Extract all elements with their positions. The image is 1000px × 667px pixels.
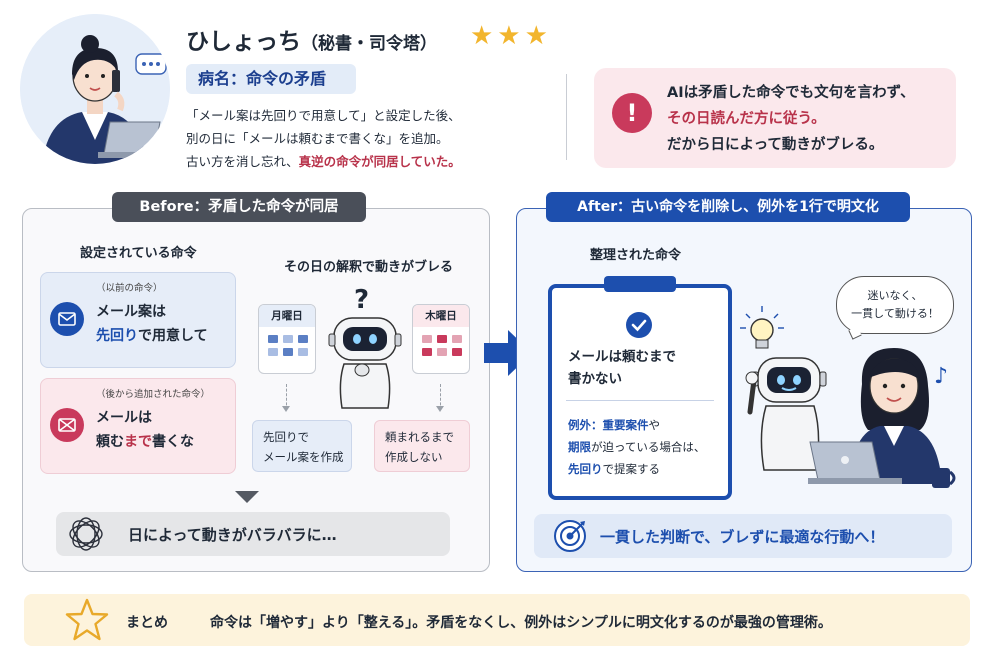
bubble-line-1: 迷いなく、 xyxy=(867,289,923,302)
bubble-line-2: 一貫して動ける！ xyxy=(851,307,939,320)
divider xyxy=(566,74,567,160)
speech-bubble: 迷いなく、 一貫して動ける！ xyxy=(836,276,954,334)
summary-bar xyxy=(24,594,970,646)
before-result-bar xyxy=(56,512,450,556)
old-command-line-1: メール案は xyxy=(96,304,166,320)
alert-line-2: その日読んだ方に従う。 xyxy=(667,111,826,127)
person-avatar-icon xyxy=(808,334,960,508)
diagnosis-badge: 病名：命令の矛盾 xyxy=(186,64,356,94)
new-command-text: メールは 頼むまで書くな xyxy=(96,406,194,454)
avatar xyxy=(20,14,170,164)
monday-result-line-2: メール案を作成 xyxy=(263,450,344,464)
exception-line-1-end: や xyxy=(648,418,661,432)
organized-rule: メールは頼むまで 書かない xyxy=(568,346,676,390)
target-icon xyxy=(552,518,588,558)
exception-line-2: が迫っている場合は、 xyxy=(591,440,706,454)
interpretation-heading: その日の解釈で動きがブレる xyxy=(284,260,454,275)
organized-heading: 整理された命令 xyxy=(590,248,682,263)
exception-rule: 例外：重要案件や 期限が迫っている場合は、 先回りで提案する xyxy=(568,414,705,480)
title-name: ひしょっち xyxy=(186,29,301,55)
alert-line-1: AIは矛盾した命令でも文句を言わず、 xyxy=(667,85,915,101)
arrow-down-icon xyxy=(436,384,444,412)
old-command-keyword: 先回り xyxy=(96,328,138,344)
rule-line-2: 書かない xyxy=(568,371,622,387)
old-command-tag: （以前の命令） xyxy=(96,283,163,294)
after-goal-bar xyxy=(534,514,952,558)
problem-description: 「メール案は先回りで用意して」と設定した後、 別の日に「メールは頼むまで書くな」… xyxy=(186,104,461,173)
new-command-line-2-end: 書くな xyxy=(152,434,194,450)
before-label: Before：矛盾した命令が同居 xyxy=(112,192,366,222)
clipboard-divider xyxy=(566,400,714,401)
question-mark: ? xyxy=(354,285,369,315)
alert-box xyxy=(594,68,956,168)
arrow-down-icon xyxy=(235,491,259,503)
exception-deadline: 期限 xyxy=(568,440,591,454)
summary-label: まとめ xyxy=(126,615,168,631)
mail-crossed-icon xyxy=(50,408,84,442)
old-command-text: メール案は 先回りで用意して xyxy=(96,300,208,348)
monday-result: 先回りで メール案を作成 xyxy=(252,420,352,472)
brain-spiral-icon xyxy=(66,514,106,558)
person-avatar-icon xyxy=(20,14,170,164)
desc-line-3: 古い方を消し忘れ、 xyxy=(186,154,299,169)
before-result-text: 日によって動きがバラバラに… xyxy=(128,526,337,544)
summary-text: 命令は「増やす」より「整える」。矛盾をなくし、例外はシンプルに明文化するのが最強… xyxy=(210,615,832,631)
after-label: After：古い命令を削除し、例外を1行で明文化 xyxy=(546,192,910,222)
robot-icon xyxy=(744,352,840,476)
music-note-icon: ♪ xyxy=(934,364,949,389)
star-icon xyxy=(64,598,110,646)
exception-proactive: 先回り xyxy=(568,462,603,476)
old-command-line-2: で用意して xyxy=(138,328,208,344)
exception-line-3: で提案する xyxy=(602,462,661,476)
new-command-line-1: メールは xyxy=(96,410,152,426)
desc-line-3-highlight: 真逆の命令が同居していた。 xyxy=(298,154,461,169)
mail-icon xyxy=(50,302,84,336)
exception-label: 例外： xyxy=(568,418,603,432)
calendar-icon: 月曜日 xyxy=(258,304,316,374)
alert-text: AIは矛盾した命令でも文句を言わず、 その日読んだ方に従う。 だから日によって動… xyxy=(667,80,915,158)
desc-line-2: 別の日に「メールは頼むまで書くな」を追加。 xyxy=(186,131,449,146)
new-command-line-2: 頼む xyxy=(96,434,124,450)
thursday-label: 木曜日 xyxy=(413,305,469,327)
clipboard-clip xyxy=(604,276,676,292)
robot-icon: ? xyxy=(326,284,406,418)
new-command-keyword: まで xyxy=(124,434,152,450)
after-goal-text: 一貫した判断で、ブレずに最適な行動へ！ xyxy=(600,528,885,546)
exception-important: 重要案件 xyxy=(602,418,649,432)
new-command-tag: （後から追加された命令） xyxy=(96,389,211,400)
lightbulb-icon xyxy=(740,306,784,360)
settings-heading: 設定されている命令 xyxy=(80,246,197,261)
page-title: ひしょっち（秘書・司令塔） xyxy=(186,22,437,56)
thursday-result-line-2: 作成しない xyxy=(385,450,443,464)
exclamation-icon: ! xyxy=(612,93,652,133)
thursday-result: 頼まれるまで 作成しない xyxy=(374,420,470,472)
alert-line-3: だから日によって動きがブレる。 xyxy=(667,137,884,153)
monday-result-line-1: 先回りで xyxy=(263,430,309,444)
calendar-icon: 木曜日 xyxy=(412,304,470,374)
check-icon xyxy=(626,312,652,338)
monday-label: 月曜日 xyxy=(259,305,315,327)
title-role: （秘書・司令塔） xyxy=(301,34,437,54)
rule-line-1: メールは頼むまで xyxy=(568,349,676,365)
star-icon: ★★★ xyxy=(470,21,552,51)
arrow-down-icon xyxy=(282,384,290,412)
desc-line-1: 「メール案は先回りで用意して」と設定した後、 xyxy=(186,108,461,123)
thursday-result-line-1: 頼まれるまで xyxy=(385,430,454,444)
